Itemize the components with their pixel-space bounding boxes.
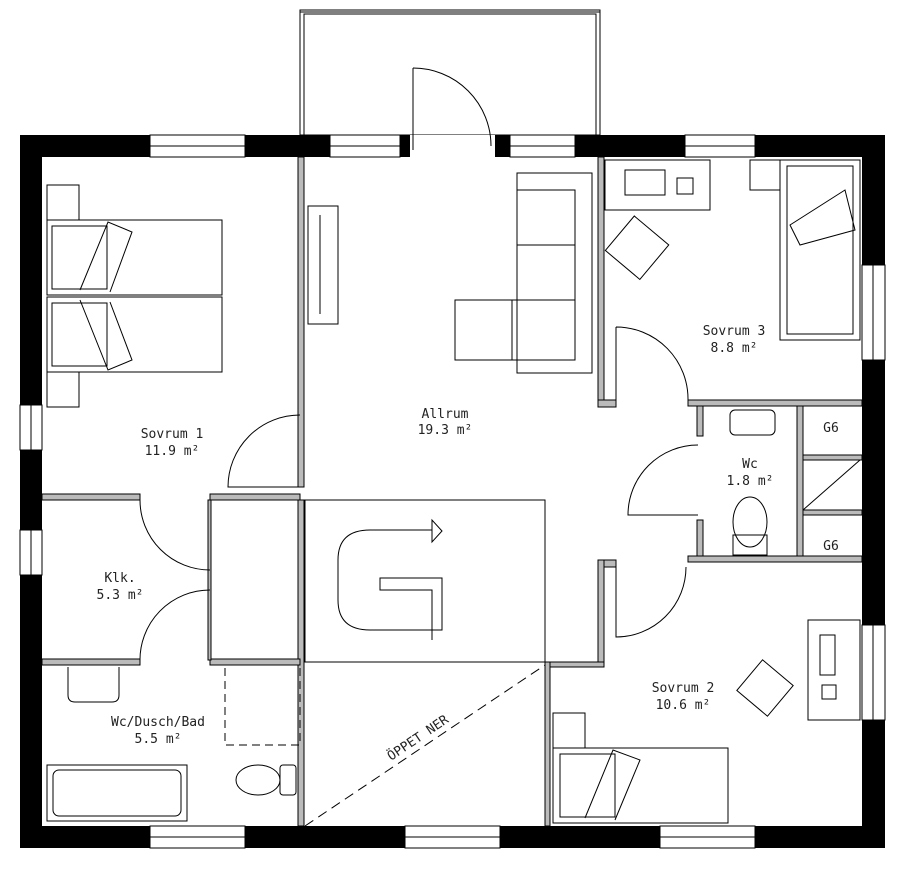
room-label-allrum: Allrum 19.3 m² bbox=[418, 407, 473, 438]
furniture bbox=[46, 159, 861, 824]
storage-label: G6 bbox=[823, 539, 839, 554]
stairs bbox=[304, 518, 546, 827]
doors bbox=[139, 326, 699, 663]
room-label-wc: Wc 1.8 m² bbox=[727, 457, 774, 489]
room-name: Sovrum 2 bbox=[652, 681, 715, 696]
room-label-sovrum-3: Sovrum 3 8.8 m² bbox=[703, 324, 766, 356]
room-name: Sovrum 3 bbox=[703, 324, 766, 339]
room-area: 10.6 m² bbox=[656, 698, 711, 713]
room-area: 1.8 m² bbox=[727, 474, 774, 489]
room-label-sovrum-1: Sovrum 1 11.9 m² bbox=[141, 427, 204, 459]
room-name: Wc/Dusch/Bad bbox=[111, 715, 205, 730]
room-area: 8.8 m² bbox=[711, 341, 758, 356]
room-area: 5.5 m² bbox=[135, 732, 182, 747]
room-label-klk: Klk. 5.3 m² bbox=[97, 571, 144, 603]
windows bbox=[19, 134, 886, 849]
room-label-sovrum-2: Sovrum 2 10.6 m² bbox=[652, 681, 715, 713]
room-area: 19.3 m² bbox=[418, 423, 473, 438]
entrance-door bbox=[412, 67, 492, 150]
room-area: 11.9 m² bbox=[145, 444, 200, 459]
storage-label: G6 bbox=[823, 421, 839, 436]
room-name: Sovrum 1 bbox=[141, 427, 204, 442]
interior-walls bbox=[41, 156, 863, 827]
room-label-wc-dusch-bad: Wc/Dusch/Bad 5.5 m² bbox=[111, 715, 205, 747]
porch bbox=[299, 9, 601, 136]
room-name: Wc bbox=[742, 457, 758, 472]
room-name: Klk. bbox=[104, 571, 135, 586]
stair-note: ÖPPET NER bbox=[384, 711, 452, 765]
room-area: 5.3 m² bbox=[97, 588, 144, 603]
room-name: Allrum bbox=[422, 407, 469, 422]
